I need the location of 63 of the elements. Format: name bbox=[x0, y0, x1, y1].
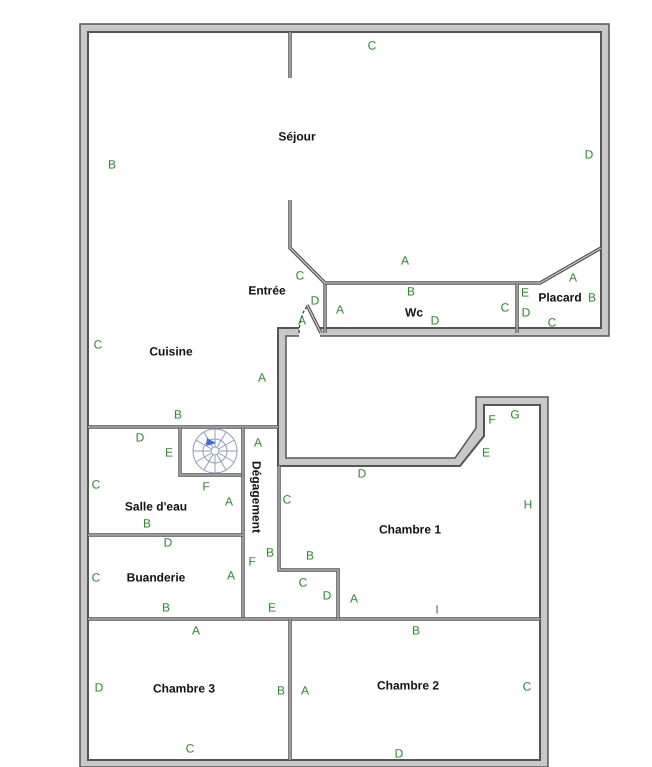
wall-letter: D bbox=[522, 306, 530, 320]
wall-letter: A bbox=[336, 303, 344, 317]
wall-letter: C bbox=[548, 316, 556, 330]
wall-letter: G bbox=[510, 408, 520, 422]
wall-letter: H bbox=[524, 498, 532, 512]
wall-letter: B bbox=[162, 601, 170, 615]
wall-letter: A bbox=[225, 495, 233, 509]
wall-letter: C bbox=[296, 269, 304, 283]
wall-letter: A bbox=[298, 314, 306, 328]
wall-letter: D bbox=[94, 681, 104, 695]
wall-letter: B bbox=[588, 291, 596, 305]
wall-letter: F bbox=[202, 480, 210, 494]
wall-letter: A bbox=[569, 271, 577, 285]
wall-letter: C bbox=[368, 39, 376, 53]
wall-letter: D bbox=[164, 536, 172, 550]
room-name: Buanderie bbox=[126, 571, 186, 585]
room-name: Chambre 3 bbox=[152, 682, 216, 696]
wall-letter: B bbox=[266, 546, 274, 560]
wall-letter: D bbox=[430, 314, 440, 328]
room-name: Placard bbox=[538, 291, 582, 305]
wall-letter: A bbox=[401, 254, 409, 268]
wall-letter: C bbox=[92, 571, 100, 585]
room-name: Chambre 2 bbox=[376, 679, 440, 693]
wall-letter: A bbox=[192, 624, 200, 638]
wall-letter: C bbox=[92, 478, 100, 492]
wall-letter: C bbox=[282, 493, 292, 507]
wall-letter: D bbox=[310, 294, 320, 308]
wall-letter: B bbox=[277, 684, 285, 698]
wall-letter: D bbox=[358, 467, 366, 481]
wall-letter: C bbox=[94, 338, 102, 352]
wall-letter: C bbox=[298, 576, 308, 590]
wall-letter: A bbox=[258, 371, 266, 385]
wall-letter: E bbox=[521, 286, 529, 300]
room-name: Chambre 1 bbox=[378, 523, 442, 537]
room-name: Dégagement bbox=[249, 460, 263, 534]
room-name: Wc bbox=[405, 306, 423, 320]
wall-letter: E bbox=[165, 446, 173, 460]
wall-letter: C bbox=[522, 680, 532, 694]
wall-letter: D bbox=[584, 148, 594, 162]
wall-letter: B bbox=[174, 408, 182, 422]
wall-letter: D bbox=[394, 747, 404, 761]
wall-letter: C bbox=[500, 301, 510, 315]
wall-letter: B bbox=[412, 624, 420, 638]
wall-letter: A bbox=[350, 592, 358, 606]
wall-letter: B bbox=[108, 158, 116, 172]
wall-letter: A bbox=[227, 569, 235, 583]
wall-letter: E bbox=[268, 601, 276, 615]
wall-letter: C bbox=[186, 742, 194, 756]
wall-letter: E bbox=[482, 446, 490, 460]
wall-letter: D bbox=[322, 589, 332, 603]
wall-letter: B bbox=[306, 549, 314, 563]
room-name: Entrée bbox=[248, 284, 286, 298]
wall-letter: A bbox=[254, 436, 262, 450]
wall-letter: A bbox=[301, 684, 309, 698]
wall-letter: F bbox=[248, 555, 256, 569]
room-name: Cuisine bbox=[149, 345, 193, 359]
wall-letter: F bbox=[488, 413, 496, 427]
room-name: Salle d'eau bbox=[124, 500, 188, 514]
wall-letter: I bbox=[435, 603, 439, 617]
wall-letter: B bbox=[407, 285, 415, 299]
wall-letter: D bbox=[136, 431, 144, 445]
wall-letter: B bbox=[143, 517, 151, 531]
room-name: Séjour bbox=[278, 130, 316, 144]
